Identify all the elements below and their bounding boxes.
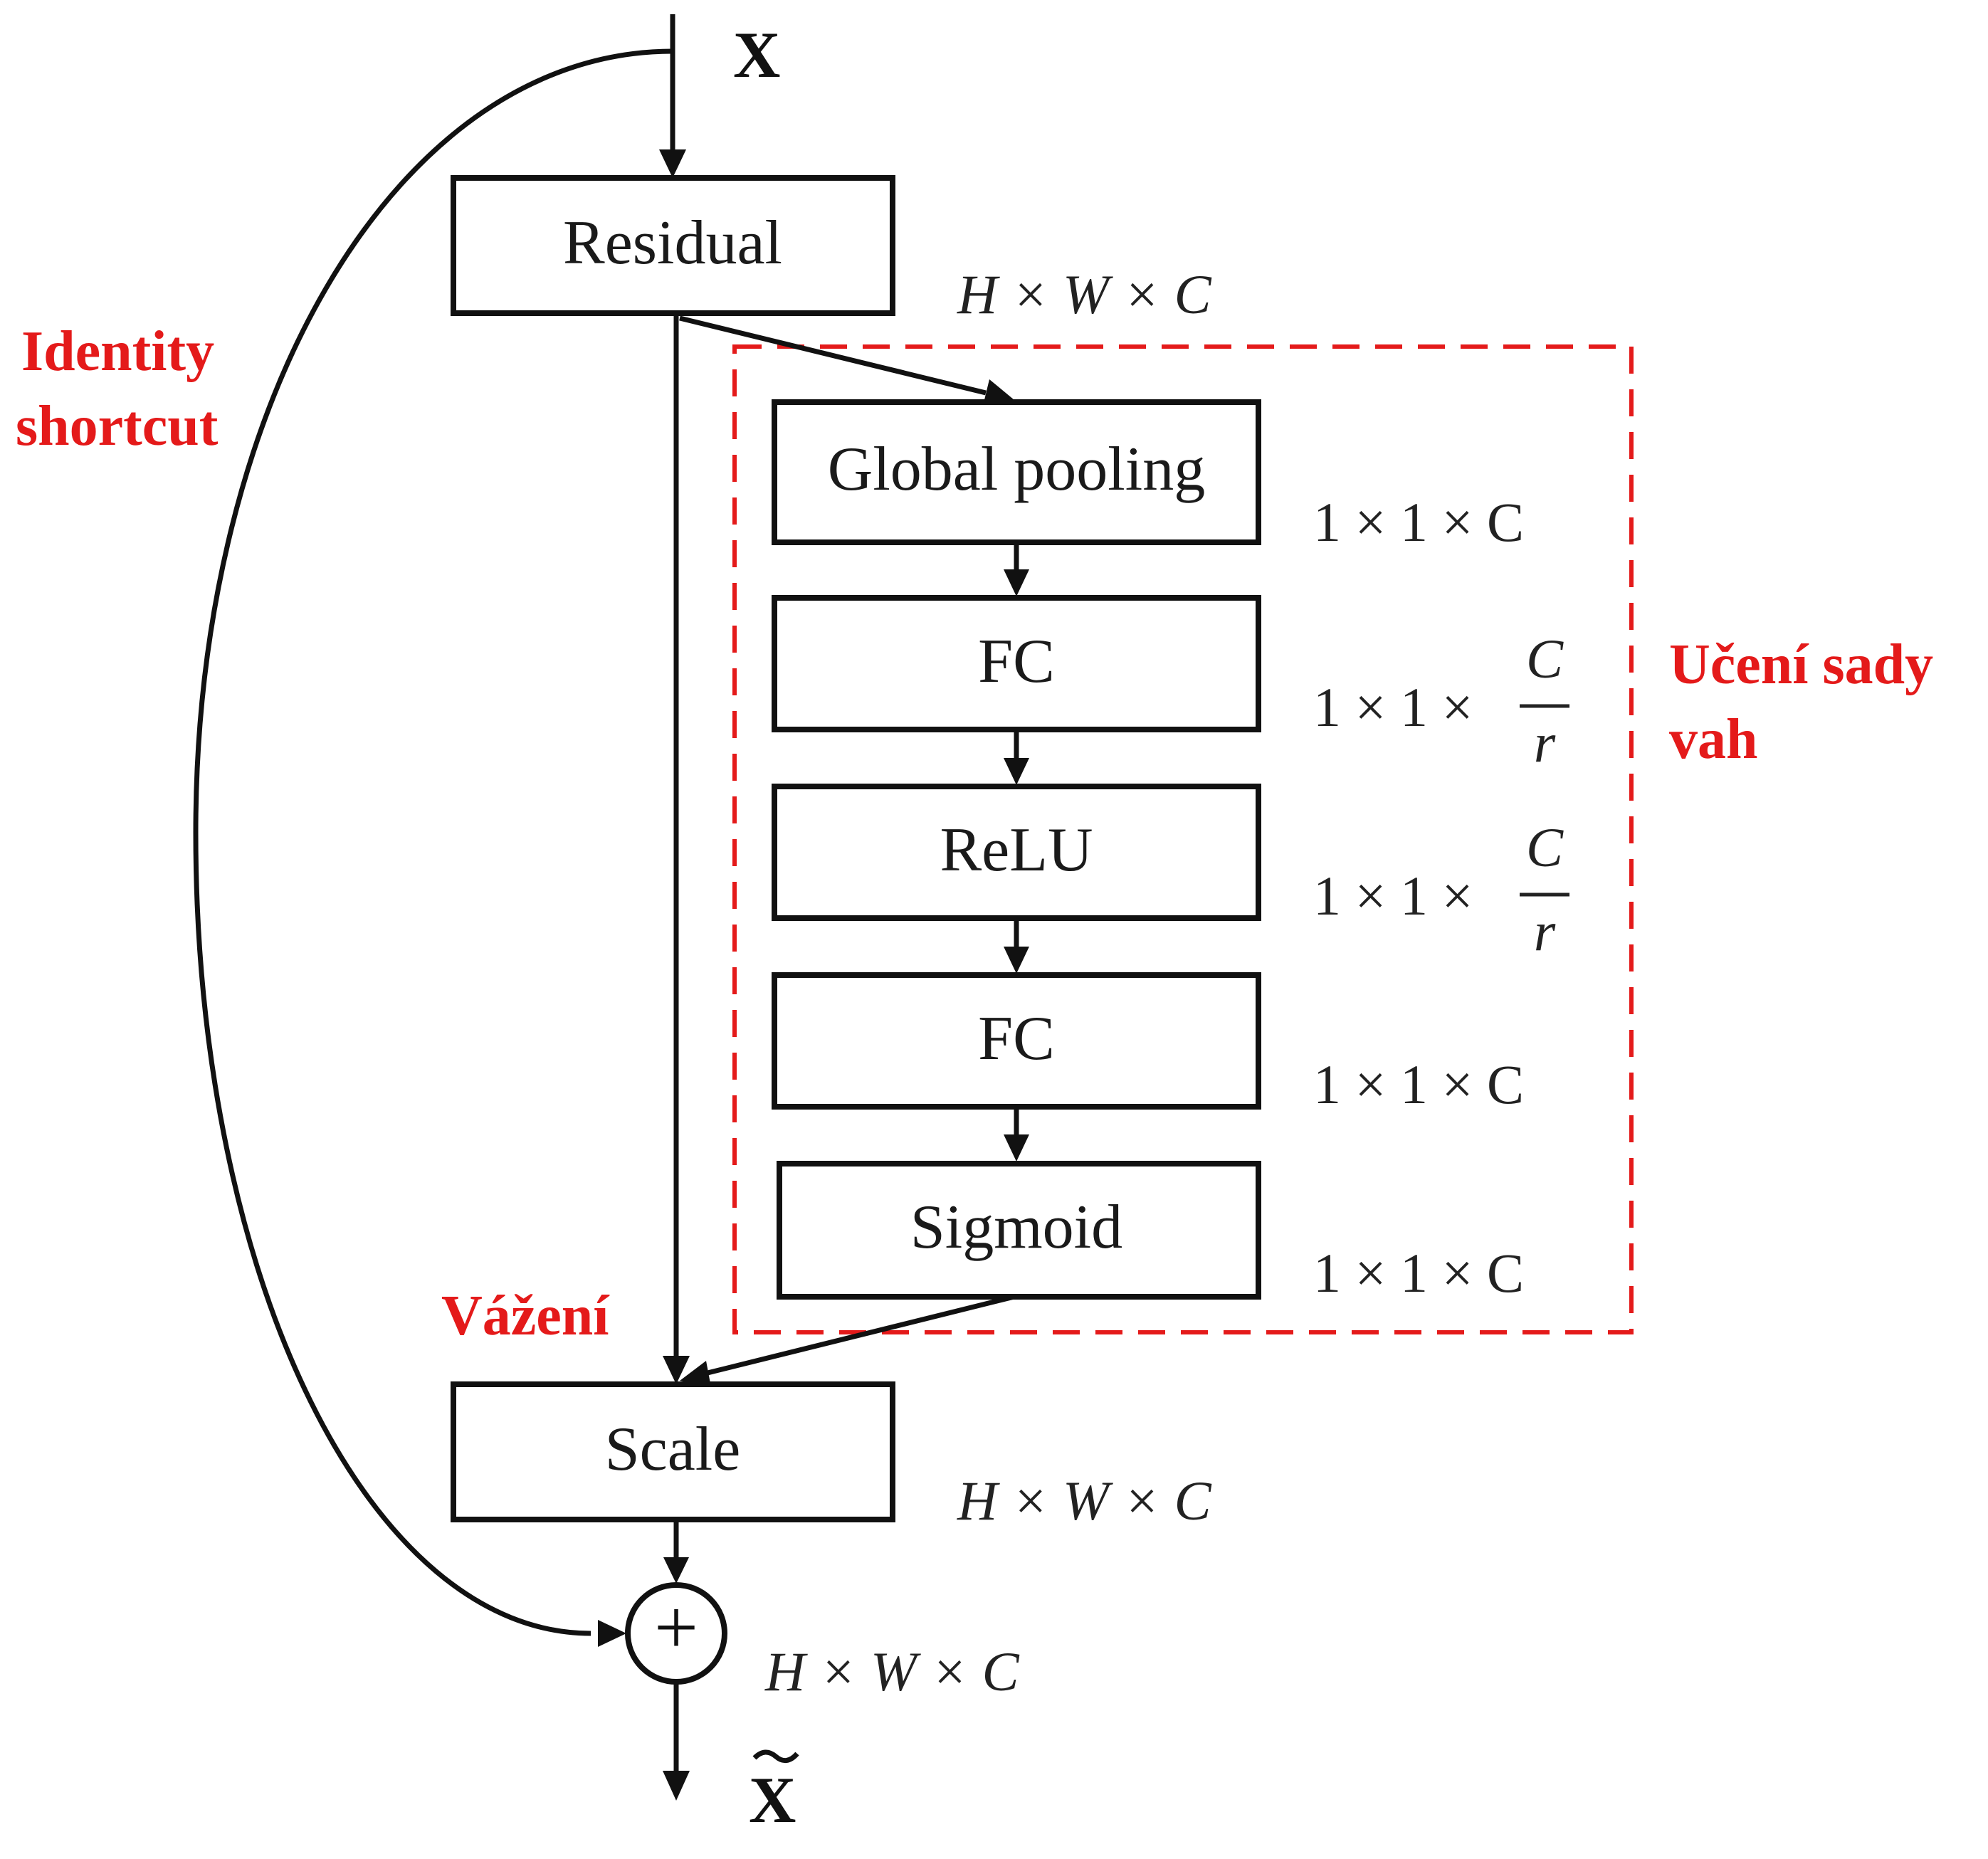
input-arrowhead xyxy=(659,149,686,178)
relu-label: ReLU xyxy=(940,816,1093,885)
arrow-fc1-relu-head xyxy=(1004,758,1029,785)
weighting-arrowhead xyxy=(680,1361,711,1387)
scale-dim-label: H × W × C xyxy=(957,1470,1212,1532)
relu-dim-prefix: 1 × 1 × xyxy=(1313,865,1473,927)
branch-line xyxy=(679,315,987,396)
learning-label-line1: Učení sady xyxy=(1669,633,1933,696)
relu-dim-numerator: C xyxy=(1526,816,1564,878)
sigmoid-label: Sigmoid xyxy=(910,1193,1122,1262)
learning-label-line2: vah xyxy=(1669,708,1758,771)
output-arrowhead xyxy=(663,1771,690,1801)
arrow-scale-sum-head xyxy=(663,1557,689,1584)
residual-label: Residual xyxy=(563,209,782,278)
fc2-label: FC xyxy=(978,1004,1055,1073)
scale-label: Scale xyxy=(605,1415,741,1484)
global-pooling-block xyxy=(772,399,1261,545)
sum-dim-label: H × W × C xyxy=(764,1641,1020,1702)
global-pooling-dim-label: 1 × 1 × C xyxy=(1313,491,1524,553)
arrow-fc2-sigmoid-head xyxy=(1004,1134,1029,1162)
relu-block xyxy=(772,784,1261,921)
fc1-dim-denominator: r xyxy=(1534,712,1556,774)
fc1-dim-prefix: 1 × 1 × xyxy=(1313,676,1473,738)
scale-block xyxy=(451,1381,895,1522)
branch-arrowhead xyxy=(983,379,1014,406)
identity-shortcut-label-line2: shortcut xyxy=(16,395,219,458)
identity-shortcut-label-line1: Identity xyxy=(21,320,214,383)
arrow-relu-fc2-head xyxy=(1004,947,1029,974)
fc1-block xyxy=(772,595,1261,732)
sigmoid-dim-label: 1 × 1 × C xyxy=(1313,1242,1524,1304)
sum-symbol: + xyxy=(654,1584,698,1670)
identity-shortcut-curve xyxy=(193,48,673,1636)
learning-region-border xyxy=(732,344,1634,1334)
output-tilde-mark xyxy=(752,1749,799,1764)
fc1-dim-numerator: C xyxy=(1526,628,1564,690)
residual-block xyxy=(451,175,895,316)
weighting-label: Vážení xyxy=(441,1285,610,1347)
fc1-label: FC xyxy=(978,627,1055,696)
input-label: X xyxy=(733,19,780,91)
residual-dim-label: H × W × C xyxy=(957,263,1212,325)
weighting-line xyxy=(704,1294,1015,1376)
sum-node xyxy=(625,1582,727,1685)
trunk-arrowhead xyxy=(663,1356,690,1384)
fc2-block xyxy=(772,972,1261,1110)
global-pooling-label: Global pooling xyxy=(828,435,1205,504)
relu-dim-denominator: r xyxy=(1534,900,1556,962)
output-label: X xyxy=(749,1764,796,1836)
fc2-dim-label: 1 × 1 × C xyxy=(1313,1053,1524,1115)
arrow-gp-fc1-head xyxy=(1004,569,1029,596)
identity-shortcut-arrowhead xyxy=(598,1620,626,1647)
sigmoid-block xyxy=(777,1161,1261,1300)
